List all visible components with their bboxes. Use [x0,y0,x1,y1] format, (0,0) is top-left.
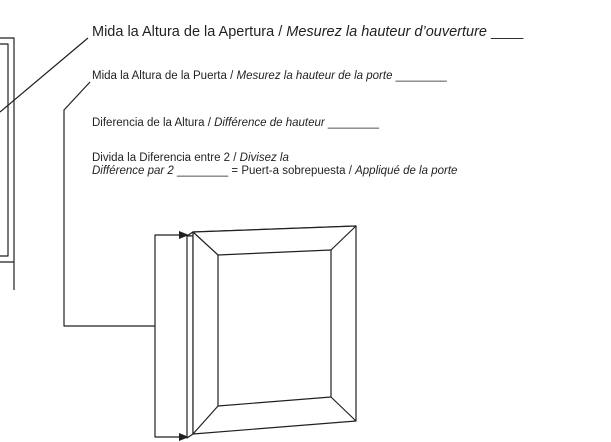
height-bracket [154,231,189,441]
opening-height-spanish: Mida la Altura de la Apertura [92,24,275,40]
separator: / [274,24,287,40]
opening-height-french: Mesurez la hauteur d’ouverture [286,24,487,40]
arrow-head-bottom [179,433,189,441]
bevel-top-right [330,225,357,251]
leader-line-opening [0,37,89,113]
separator: / [226,70,237,82]
bevel-bottom-left [192,405,219,435]
door-height-instruction: Mida la Altura de la Puerta / Mesurez la… [92,70,447,82]
door-overlay-french: Appliqué de la porte [355,165,458,177]
opening-height-instruction: Mida la Altura de la Apertura / Mesurez … [92,24,523,40]
divide-difference-french-part-1: Divisez la [239,152,289,164]
equals-sign: = [228,165,242,177]
answer-blank: ________ [173,165,229,177]
door-panel-inner [217,249,332,407]
divide-difference-line-1: Divida la Diferencia entre 2 / Divisez l… [92,152,457,165]
height-difference-instruction: Diferencia de la Altura / Différence de … [92,117,379,129]
divide-difference-instruction: Divida la Diferencia entre 2 / Divisez l… [92,152,457,178]
separator: / [230,152,240,164]
door-panel [186,225,357,439]
door-edge-side [186,231,194,439]
leader-line-door [63,81,155,327]
door-height-french: Mesurez la hauteur de la porte [236,70,393,82]
door-overlay-spanish: Puert-a sobrepuesta [241,165,346,177]
height-difference-spanish: Diferencia de la Altura [92,117,205,129]
arrow-head-top [179,231,189,239]
height-difference-french: Différence de hauteur [214,117,325,129]
answer-blank: ________ [392,70,447,82]
bevel-top-left [192,231,219,256]
divide-difference-french-part-2: Différence par 2 [92,165,174,177]
separator: / [345,165,356,177]
cabinet-opening-frame [0,37,15,290]
separator: / [204,117,215,129]
answer-blank: ____ [486,24,524,40]
answer-blank: ________ [324,117,380,129]
divide-difference-line-2: Différence par 2 ________ = Puert-a sobr… [92,165,457,178]
door-height-spanish: Mida la Altura de la Puerta [92,70,227,82]
divide-difference-spanish: Divida la Diferencia entre 2 [92,152,231,164]
bevel-bottom-right [330,396,357,422]
